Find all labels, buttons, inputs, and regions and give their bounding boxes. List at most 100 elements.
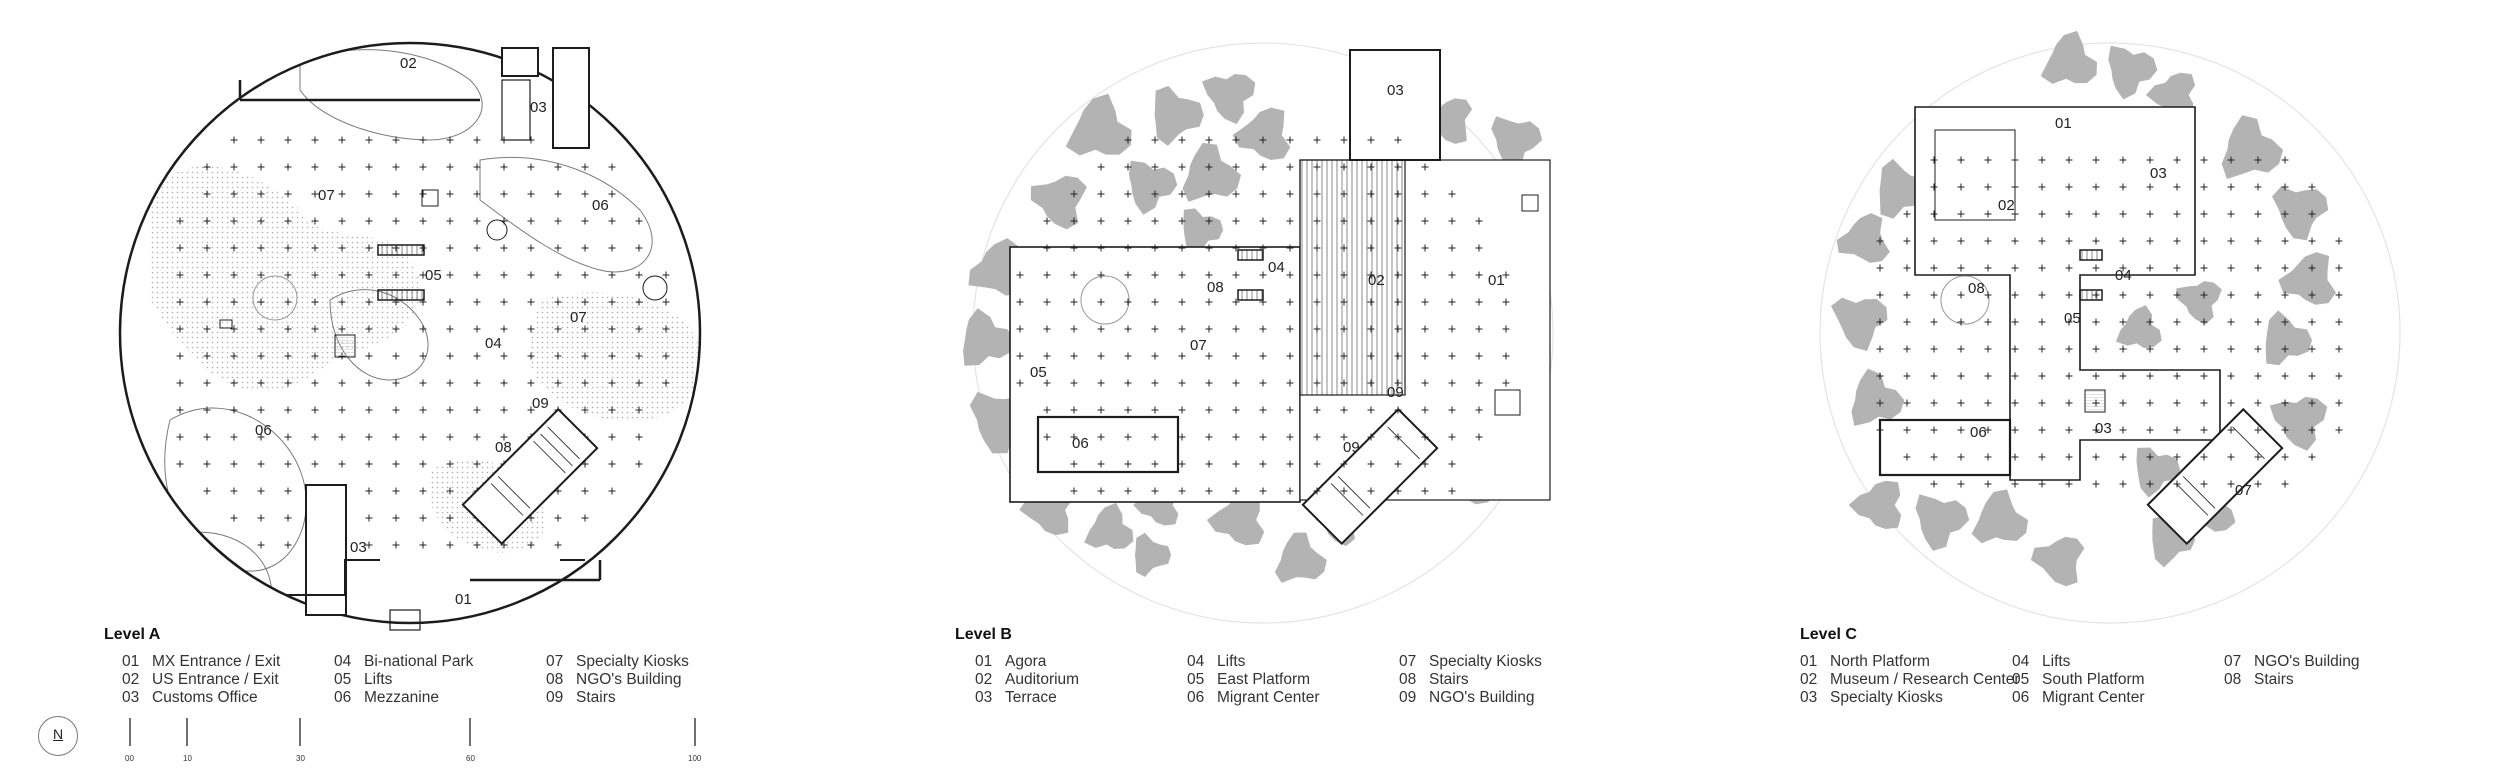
grid-marker [419, 217, 427, 225]
grid-marker [2146, 291, 2154, 299]
grid-marker [1178, 460, 1186, 468]
grid-marker [311, 217, 319, 225]
grid-marker [284, 298, 292, 306]
grid-marker [2173, 210, 2181, 218]
grid-marker [1930, 264, 1938, 272]
grid-marker [203, 271, 211, 279]
grid-marker [338, 190, 346, 198]
grid-marker [419, 433, 427, 441]
grid-marker [1205, 352, 1213, 360]
grid-marker [1957, 453, 1965, 461]
grid-marker [1178, 271, 1186, 279]
grid-marker [2200, 264, 2208, 272]
grid-marker [1448, 379, 1456, 387]
grid-marker [1340, 487, 1348, 495]
grid-marker [1097, 244, 1105, 252]
grid-marker [2092, 399, 2100, 407]
grid-marker [2119, 399, 2127, 407]
tree-canopy-blob [1848, 480, 1902, 529]
grid-marker [2200, 372, 2208, 380]
plan-c-museum [1934, 129, 2016, 221]
grid-marker [473, 298, 481, 306]
grid-marker [1151, 136, 1159, 144]
grid-marker [1448, 433, 1456, 441]
grid-marker [1016, 325, 1024, 333]
grid-marker [1232, 163, 1240, 171]
grid-marker [1421, 406, 1429, 414]
legend-item-number: 09 [546, 689, 564, 706]
grid-marker [662, 352, 670, 360]
legend-item-number: 04 [2012, 653, 2030, 670]
grid-marker [1016, 379, 1024, 387]
plan-a-customs-block-1 [501, 47, 539, 77]
legend-item-label: North Platform [1830, 653, 1930, 670]
grid-marker [1313, 271, 1321, 279]
grid-marker [1394, 352, 1402, 360]
grid-marker [1205, 271, 1213, 279]
grid-marker [419, 406, 427, 414]
grid-marker [581, 325, 589, 333]
grid-marker [1984, 318, 1992, 326]
grid-marker [2173, 318, 2181, 326]
grid-marker [1313, 352, 1321, 360]
grid-marker [2308, 237, 2316, 245]
legend-item-label: Specialty Kiosks [1429, 653, 1542, 670]
grid-marker [1097, 271, 1105, 279]
legend-item-number: 01 [122, 653, 140, 670]
grid-marker [1205, 298, 1213, 306]
grid-marker [1097, 487, 1105, 495]
grid-marker [2308, 345, 2316, 353]
grid-marker [1957, 318, 1965, 326]
north-arrow: N [38, 716, 78, 756]
legend-item-label: Mezzanine [364, 689, 439, 706]
grid-marker [392, 379, 400, 387]
grid-marker [1178, 406, 1186, 414]
grid-marker [1876, 237, 1884, 245]
grid-marker [1070, 379, 1078, 387]
grid-marker [635, 460, 643, 468]
legend-item-number: 02 [122, 671, 140, 688]
grid-marker [1394, 460, 1402, 468]
grid-marker [1151, 298, 1159, 306]
grid-marker [1475, 217, 1483, 225]
grid-marker [2146, 480, 2154, 488]
grid-marker [1367, 244, 1375, 252]
grid-marker [365, 244, 373, 252]
grid-marker [2065, 237, 2073, 245]
grid-marker [2308, 264, 2316, 272]
grid-marker [1984, 183, 1992, 191]
grid-marker [284, 352, 292, 360]
grid-marker [2038, 399, 2046, 407]
grid-marker [1448, 244, 1456, 252]
grid-marker [1957, 264, 1965, 272]
grid-marker [2173, 372, 2181, 380]
grid-marker [1232, 217, 1240, 225]
grid-marker [1475, 433, 1483, 441]
tree-canopy-blob [2115, 305, 2162, 349]
legend-item-number: 05 [2012, 671, 2030, 688]
level-a-title: Level A [104, 626, 161, 643]
tree-canopy-blob [1851, 368, 1905, 426]
plan-b-structures [1009, 49, 1551, 546]
plan-a-structures [219, 47, 668, 631]
grid-marker [1957, 156, 1965, 164]
grid-marker [2038, 453, 2046, 461]
grid-marker [2065, 156, 2073, 164]
grid-marker [230, 190, 238, 198]
grid-marker [2173, 237, 2181, 245]
grid-marker [392, 541, 400, 549]
grid-marker [608, 325, 616, 333]
grid-marker [1394, 136, 1402, 144]
grid-marker [608, 460, 616, 468]
grid-marker [1340, 163, 1348, 171]
grid-marker [635, 406, 643, 414]
scale-bar [129, 718, 696, 746]
grid-marker [500, 379, 508, 387]
room-label: 08 [1207, 279, 1224, 296]
room-label: 06 [592, 197, 609, 214]
grid-marker [1394, 271, 1402, 279]
